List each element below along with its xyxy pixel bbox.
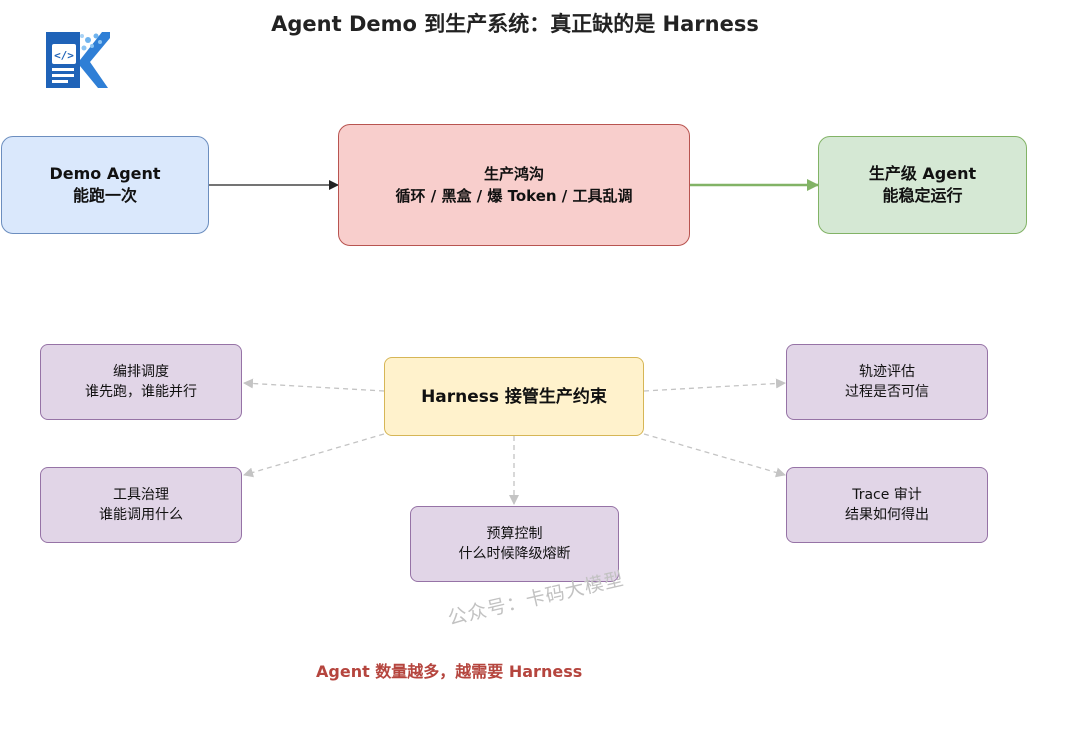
node-harness: Harness 接管生产约束 xyxy=(384,357,644,436)
node-budget-control-line2: 什么时候降级熔断 xyxy=(458,546,571,562)
node-harness-label: Harness 接管生产约束 xyxy=(421,386,607,407)
fade-overlay xyxy=(585,648,705,738)
node-production-agent: 生产级 Agent 能稳定运行 xyxy=(818,136,1027,234)
node-trajectory-eval: 轨迹评估 过程是否可信 xyxy=(786,344,988,420)
svg-text:</>: </> xyxy=(54,49,74,62)
node-orchestration-line2: 谁先跑，谁能并行 xyxy=(85,384,197,400)
page-title: Agent Demo 到生产系统：真正缺的是 Harness xyxy=(271,12,759,36)
node-tool-governance: 工具治理 谁能调用什么 xyxy=(40,467,242,543)
node-production-pitfall-line2: 循环 / 黑盒 / 爆 Token / 工具乱调 xyxy=(395,187,633,205)
node-trace-audit-line1: Trace 审计 xyxy=(852,487,922,503)
edge-harness-to-orchestration xyxy=(243,378,385,392)
node-trajectory-eval-line1: 轨迹评估 xyxy=(859,364,915,380)
edge-harness-to-tool-governance xyxy=(243,433,385,478)
node-trace-audit: Trace 审计 结果如何得出 xyxy=(786,467,988,543)
node-production-pitfall-line1: 生产鸿沟 xyxy=(483,165,544,183)
node-orchestration: 编排调度 谁先跑，谁能并行 xyxy=(40,344,242,420)
edge-harness-to-trajectory xyxy=(643,378,786,392)
node-trace-audit-line2: 结果如何得出 xyxy=(845,507,929,523)
node-production-agent-line2: 能稳定运行 xyxy=(882,186,963,205)
node-production-agent-line1: 生产级 Agent xyxy=(868,164,977,183)
node-budget-control: 预算控制 什么时候降级熔断 xyxy=(410,506,619,582)
node-demo-agent: Demo Agent 能跑一次 xyxy=(1,136,209,234)
code-document-k-logo-icon: </> xyxy=(46,32,110,88)
node-tool-governance-line1: 工具治理 xyxy=(113,487,169,503)
node-budget-control-line1: 预算控制 xyxy=(486,526,543,542)
node-trajectory-eval-line2: 过程是否可信 xyxy=(845,384,929,400)
node-demo-agent-line1: Demo Agent xyxy=(49,164,161,183)
edge-harness-to-trace xyxy=(643,433,786,478)
node-orchestration-line1: 编排调度 xyxy=(113,364,169,380)
node-production-pitfall: 生产鸿沟 循环 / 黑盒 / 爆 Token / 工具乱调 xyxy=(338,124,690,246)
footer-caption: Agent 数量越多，越需要 Harness xyxy=(316,662,583,681)
node-demo-agent-line2: 能跑一次 xyxy=(72,186,137,205)
node-tool-governance-line2: 谁能调用什么 xyxy=(99,507,183,523)
